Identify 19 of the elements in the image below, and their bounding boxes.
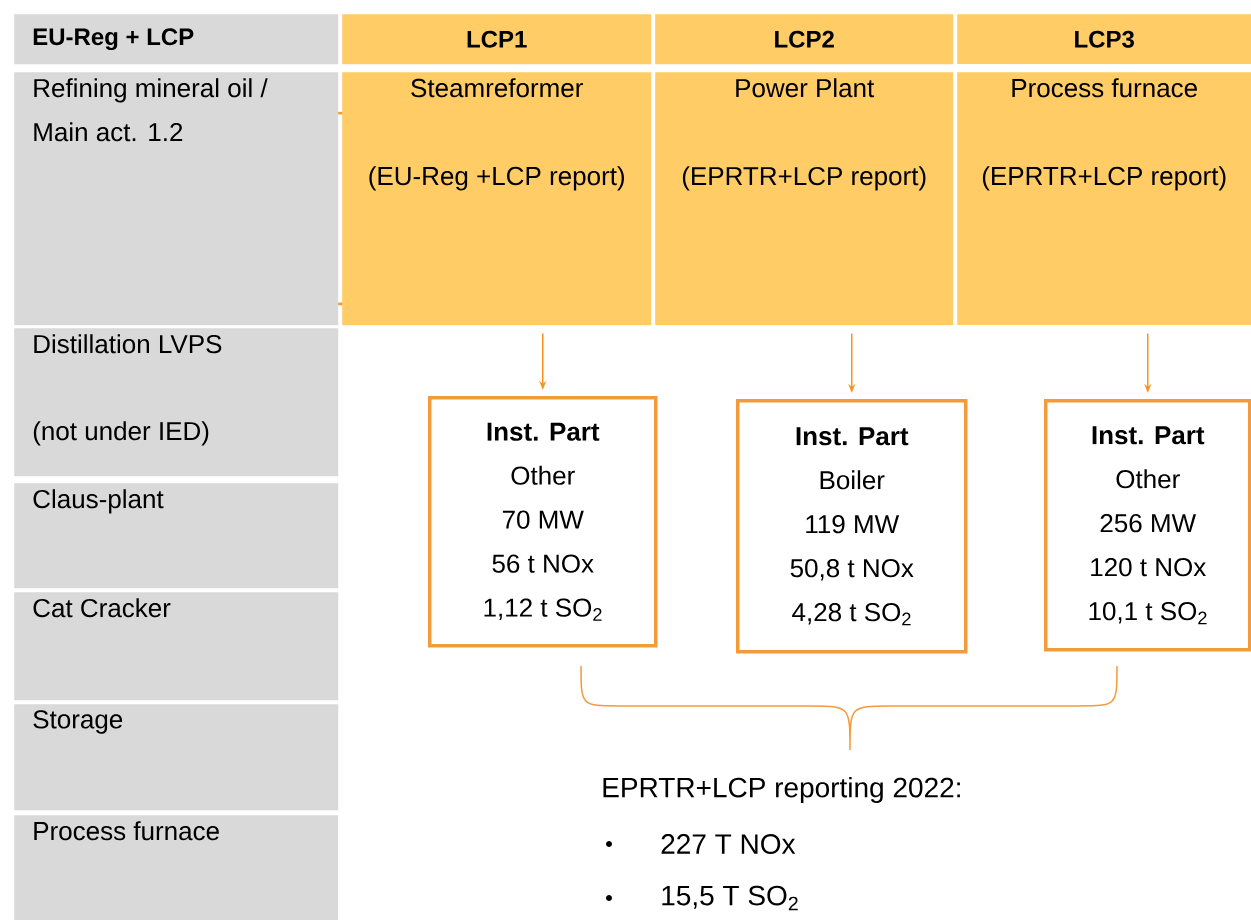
header-cell: EU-Reg + LCP <box>14 14 339 65</box>
row-label-cell: Process furnace <box>14 815 339 920</box>
row-label-cell: Claus-plant <box>14 483 339 589</box>
summary-heading: EPRTR+LCP reporting 2022: <box>603 776 960 804</box>
row-label-cell: Storage <box>14 704 339 811</box>
bullet-item: 227 T NOx <box>606 834 796 854</box>
info-box: Inst. Part Boiler 119 MW 50,8 t NOx 4,28 t SO$_{2}$ <box>736 399 968 654</box>
row-label-cell: Cat Cracker <box>14 592 339 701</box>
row-label-cell: Distillation LVPS (not under IED) <box>14 328 339 477</box>
header-cell: LCP1 <box>342 14 652 65</box>
table-cell: Process furnace (EPRTR+LCP report) <box>957 72 1251 326</box>
header-cell: LCP2 <box>655 14 954 65</box>
row-label-cell: Refining mineral oil / Main act. 1.2 <box>14 72 339 326</box>
info-box: Inst. Part Other 256 MW 120 t NOx 10,1 t SO$_{2}$ <box>1044 399 1251 652</box>
bullet-item: 15,5 T SO$_{2}$ <box>606 885 798 911</box>
info-box: Inst. Part Other 70 MW 56 t NOx 1,12 t SO$_{2}$ <box>428 396 658 648</box>
header-cell: LCP3 <box>957 14 1251 65</box>
table-cell: Steamreformer (EU-Reg +LCP report) <box>342 72 652 326</box>
table-cell: Power Plant (EPRTR+LCP report) <box>655 72 954 326</box>
